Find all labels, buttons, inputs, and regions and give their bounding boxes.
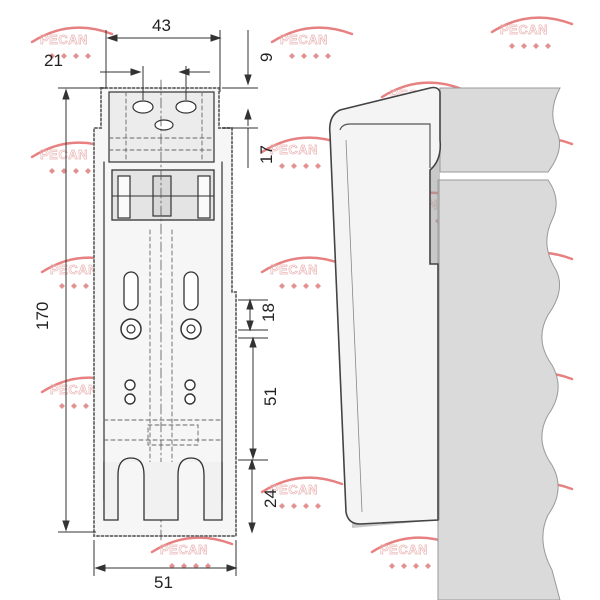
oval-hole-left [132,100,154,114]
svg-text:PECAN: PECAN [50,382,98,397]
dim-hook-height: 9 [257,53,276,62]
dim-bottom-span: 24 [261,489,280,508]
watermark-stamp: PECAN [260,256,344,289]
side-bracket-hook [339,123,431,168]
bottom-fork [103,457,223,521]
svg-text:PECAN: PECAN [270,262,318,277]
svg-text:PECAN: PECAN [40,147,88,162]
hidden-lines-top [108,91,215,163]
dim-middle-span: 51 [261,387,280,406]
slot-left [123,271,139,311]
svg-text:PECAN: PECAN [270,482,318,497]
svg-text:PECAN: PECAN [50,262,98,277]
svg-text:PECAN: PECAN [280,32,328,47]
mechanism-right-arm [197,175,211,219]
side-bracket [328,86,442,525]
small-holes [124,379,196,405]
svg-text:PECAN: PECAN [380,542,428,557]
dim-top-width: 43 [152,16,171,35]
svg-text:PECAN: PECAN [40,32,88,47]
slot-right [183,271,199,311]
dim-total-height: 170 [33,302,52,330]
hidden-lines-body [103,229,223,471]
watermark-stamp: PECAN [150,536,234,569]
svg-text:PECAN: PECAN [270,142,318,157]
oval-hole-center [154,119,174,131]
dim-inner-offset: 21 [44,51,63,70]
front-view [93,79,237,541]
watermark-stamp: PECAN [260,476,344,509]
watermark-stamp: PECAN [30,26,114,59]
svg-text:PECAN: PECAN [160,542,208,557]
wall-profile [439,87,561,173]
mechanism-left-arm [117,175,131,219]
wall-profile-lower [437,179,561,600]
dim-bottom-width: 51 [154,573,173,592]
dim-slot-pitch: 18 [259,303,278,322]
watermark-stamp: PECAN [270,26,354,59]
oval-hole-right [175,100,197,114]
dimension-lines [58,30,268,576]
dim-upper-gap: 17 [257,145,276,164]
svg-text:PECAN: PECAN [500,22,548,37]
watermark-stamp: PECAN [490,16,574,49]
side-view [328,86,561,600]
